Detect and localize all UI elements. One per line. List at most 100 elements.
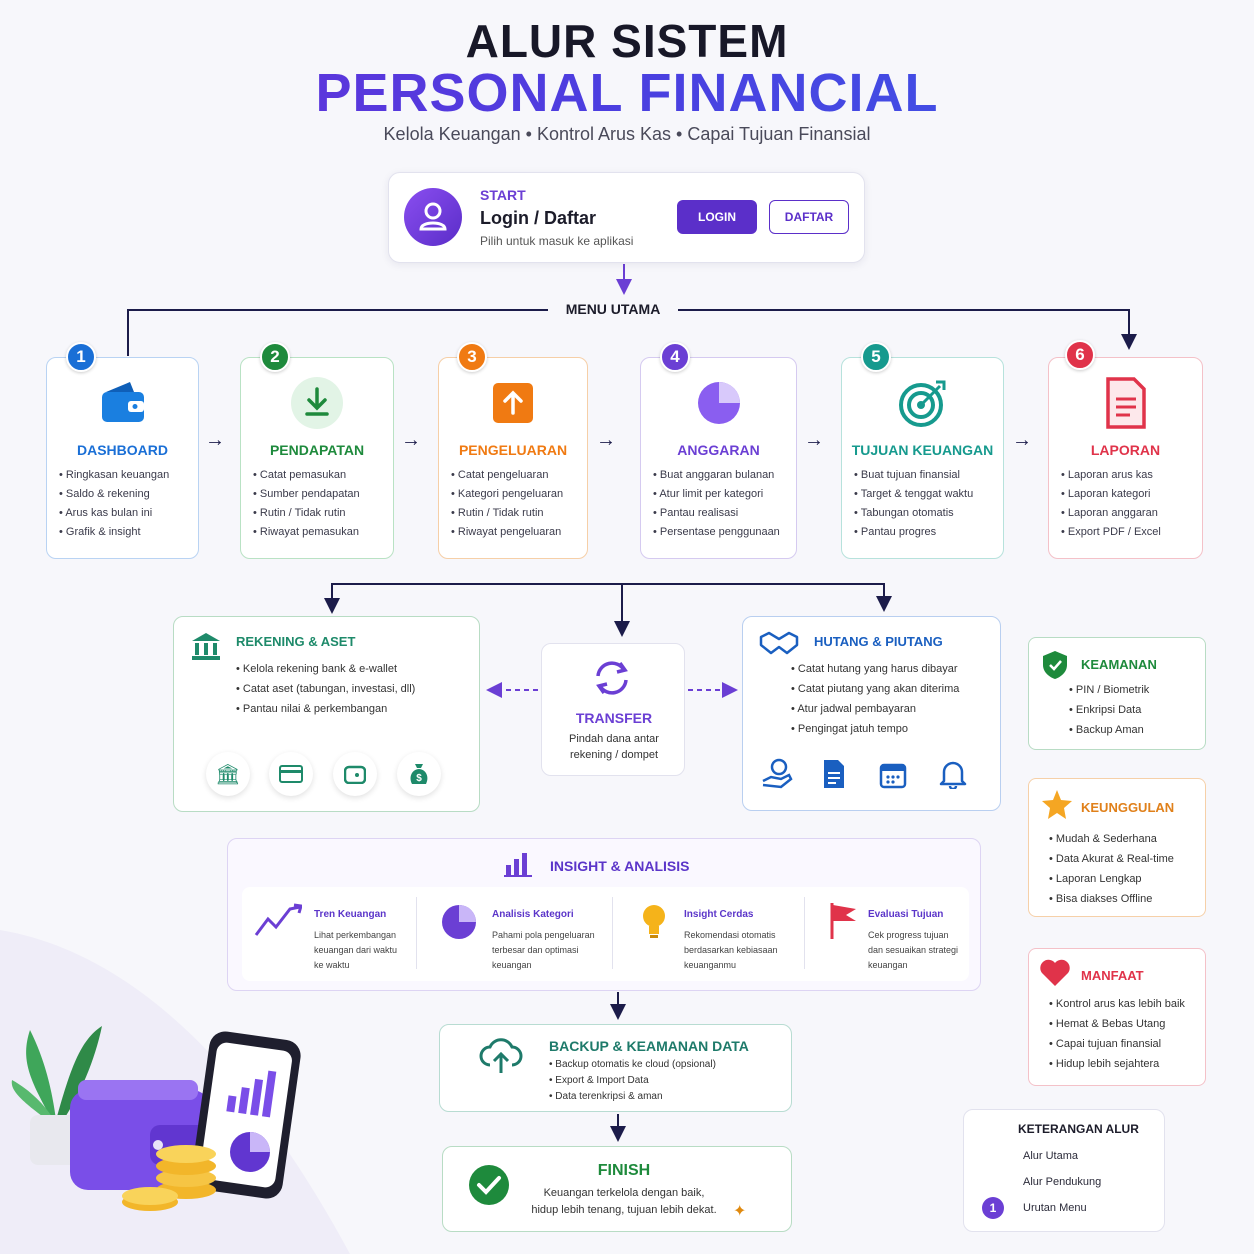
divider <box>612 897 613 969</box>
menu-title: PENGELUARAN <box>458 442 568 458</box>
rekening-items: Kelola rekening bank & e-walletCatat ase… <box>236 659 415 719</box>
menu-number-badge: 1 <box>66 342 96 372</box>
divider <box>804 897 805 969</box>
menu-laporan[interactable]: LAPORAN Laporan arus kasLaporan kategori… <box>1048 357 1203 559</box>
hutang-title: HUTANG & PIUTANG <box>814 634 943 649</box>
manfaat-title: MANFAAT <box>1081 968 1144 983</box>
target-icon <box>896 376 950 430</box>
cloud-upload-icon <box>478 1035 524 1080</box>
menu-number-badge: 4 <box>660 342 690 372</box>
manfaat-items: Kontrol arus kas lebih baikHemat & Bebas… <box>1049 994 1185 1074</box>
menu-utama-label: MENU UTAMA <box>548 301 678 317</box>
money-bag-icon: $ <box>397 752 441 796</box>
daftar-button[interactable]: DAFTAR <box>769 200 849 234</box>
divider <box>416 897 417 969</box>
arrow-right-icon: → <box>596 429 616 451</box>
rekening-aset-card[interactable]: REKENING & ASET Kelola rekening bank & e… <box>173 616 480 812</box>
insight-row <box>242 887 969 981</box>
user-icon <box>404 188 462 246</box>
lightbulb-icon <box>638 901 670 946</box>
heart-icon <box>1039 959 1071 992</box>
menu-title: LAPORAN <box>1090 442 1161 458</box>
keamanan-items: PIN / BiometrikEnkripsi DataBackup Aman <box>1069 680 1149 740</box>
title-line-2: PERSONAL FINANCIAL <box>0 62 1254 124</box>
login-button[interactable]: LOGIN <box>677 200 757 234</box>
arrow-right-icon: → <box>401 429 421 451</box>
keamanan-title: KEAMANAN <box>1081 657 1157 672</box>
upload-icon <box>486 376 540 430</box>
wallet-icon <box>333 752 377 796</box>
hutang-piutang-card[interactable]: HUTANG & PIUTANG Catat hutang yang harus… <box>742 616 1001 811</box>
menu-tujuan-keuangan[interactable]: TUJUAN KEUANGAN Buat tujuan finansialTar… <box>841 357 1004 559</box>
arrow-right-icon: → <box>205 429 225 451</box>
transfer-title: TRANSFER <box>575 710 653 726</box>
finish-line-2: hidup lebih tenang, tujuan lebih dekat. <box>531 1204 717 1216</box>
keunggulan-items: Mudah & SederhanaData Akurat & Real-time… <box>1049 829 1174 909</box>
menu-dashboard[interactable]: DASHBOARD Ringkasan keuanganSaldo & reke… <box>46 357 199 559</box>
bank-icon <box>190 631 222 666</box>
menu-title: DASHBOARD <box>77 442 168 458</box>
transfer-card[interactable]: TRANSFER Pindah dana antar rekening / do… <box>541 643 685 776</box>
manfaat-card: MANFAAT Kontrol arus kas lebih baikHemat… <box>1028 948 1206 1086</box>
bank-icon: 🏛 <box>206 752 250 796</box>
legend-order-badge: 1 <box>982 1197 1004 1219</box>
menu-items: Ringkasan keuanganSaldo & rekeningArus k… <box>59 466 169 542</box>
finish-card[interactable]: FINISH Keuangan terkelola dengan baik, h… <box>442 1146 792 1232</box>
shield-icon <box>1041 650 1069 685</box>
transfer-desc-1: Pindah dana antar <box>569 733 659 745</box>
menu-number-badge: 6 <box>1065 340 1095 370</box>
finish-title: FINISH <box>597 1162 651 1179</box>
menu-pengeluaran[interactable]: PENGELUARAN Catat pengeluaranKategori pe… <box>438 357 588 559</box>
menu-title: TUJUAN KEUANGAN <box>851 442 994 458</box>
menu-number-badge: 2 <box>260 342 290 372</box>
backup-title: BACKUP & KEAMANAN DATA <box>549 1038 749 1054</box>
menu-anggaran[interactable]: ANGGARAN Buat anggaran bulananAtur limit… <box>640 357 797 559</box>
backup-card[interactable]: BACKUP & KEAMANAN DATA Backup otomatis k… <box>439 1024 792 1112</box>
hutang-items: Catat hutang yang harus dibayarCatat piu… <box>791 659 959 739</box>
arrow-right-icon: → <box>804 429 824 451</box>
title-line-1: ALUR SISTEM <box>465 15 789 67</box>
insight-title: INSIGHT & ANALISIS <box>550 858 690 874</box>
menu-pendapatan[interactable]: PENDAPATAN Catat pemasukanSumber pendapa… <box>240 357 394 559</box>
menu-items: Buat anggaran bulananAtur limit per kate… <box>653 466 780 542</box>
rekening-title: REKENING & ASET <box>236 634 356 649</box>
wallet-icon <box>96 376 150 430</box>
subtitle: Kelola Keuangan • Kontrol Arus Kas • Cap… <box>383 124 871 144</box>
menu-items: Catat pengeluaranKategori pengeluaranRut… <box>451 466 563 542</box>
keunggulan-title: KEUNGGULAN <box>1081 800 1175 815</box>
start-title: Login / Daftar <box>480 208 596 228</box>
download-icon <box>290 376 344 430</box>
hand-coin-icon <box>761 757 793 794</box>
legend-order: Urutan Menu <box>1023 1202 1087 1214</box>
transfer-icon <box>592 658 632 703</box>
legend-support: Alur Pendukung <box>1023 1176 1102 1188</box>
bar-chart-icon <box>504 851 532 882</box>
menu-title: ANGGARAN <box>677 442 760 458</box>
legend-title: KETERANGAN ALUR <box>1018 1122 1139 1136</box>
keamanan-card: KEAMANAN PIN / BiometrikEnkripsi DataBac… <box>1028 637 1206 750</box>
menu-title: PENDAPATAN <box>269 442 365 458</box>
calendar-icon <box>879 761 907 794</box>
handshake-icon <box>759 629 799 662</box>
bell-icon <box>939 759 967 794</box>
finish-line-1: Keuangan terkelola dengan baik, <box>543 1187 705 1199</box>
finance-illustration <box>0 930 350 1254</box>
menu-items: Catat pemasukanSumber pendapatanRutin / … <box>253 466 360 542</box>
check-circle-icon <box>467 1163 511 1212</box>
star-icon <box>1041 789 1073 826</box>
card-icon <box>269 752 313 796</box>
party-icon: ✦ <box>733 1203 747 1220</box>
menu-items: Laporan arus kasLaporan kategoriLaporan … <box>1061 466 1161 542</box>
report-icon <box>1099 376 1153 430</box>
menu-items: Buat tujuan finansialTarget & tenggat wa… <box>854 466 974 542</box>
pie-icon <box>692 376 746 430</box>
trend-icon <box>254 903 303 944</box>
transfer-desc-2: rekening / dompet <box>569 749 659 761</box>
start-desc: Pilih untuk masuk ke aplikasi <box>480 234 634 248</box>
